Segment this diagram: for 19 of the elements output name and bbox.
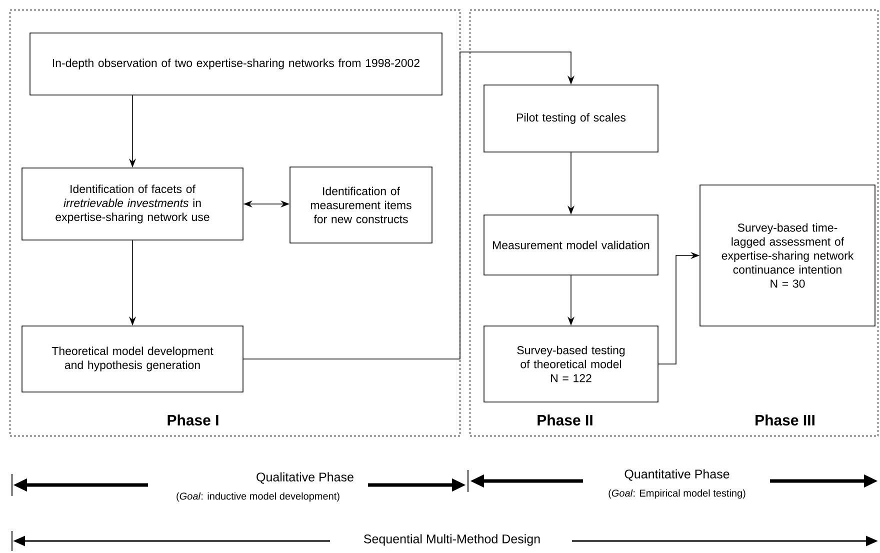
phase-region [470,10,878,436]
span-label: Qualitative Phase [256,472,354,484]
process-box: Survey-based time-lagged assessment of expertise-sharing network continuance intention N = 30 [700,184,876,326]
process-box: Pilot testing of scales [484,84,658,152]
phase-region [10,10,460,436]
process-box: Theoretical model development and hypothesis generation [22,326,244,392]
goal-note: (Goal: Empirical model testing) [608,489,746,499]
process-box: Survey-based testing of theoretical model N = 122 [484,326,658,402]
process-box: Identification of facets of irretrievable investments in expertise-sharing network use [22,168,244,240]
goal-note: (Goal: inductive model development) [176,492,340,502]
arrow [243,52,575,360]
process-box: In-depth observation of two expertise-sharing networks from 1998-2002 [30,32,442,96]
phase-heading: Phase I [168,414,218,426]
phase-heading: Phase II [538,414,592,426]
span-label: Sequential Multi-Method Design [364,534,540,546]
phase-heading: Phase III [756,414,814,426]
process-box: Measurement model validation [484,214,658,276]
process-box: Identification of measurement items for new constructs [290,166,432,244]
span-label: Quantitative Phase [624,469,730,481]
